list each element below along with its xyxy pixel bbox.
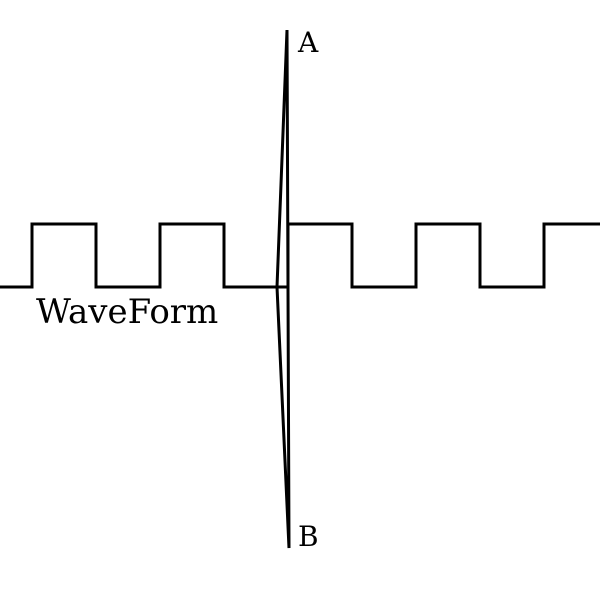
label-b: B (298, 520, 319, 553)
probe-line (275, 29, 291, 549)
label-a: A (298, 26, 319, 59)
waveform-label: WaveForm (36, 292, 219, 332)
square-wave (0, 222, 600, 289)
